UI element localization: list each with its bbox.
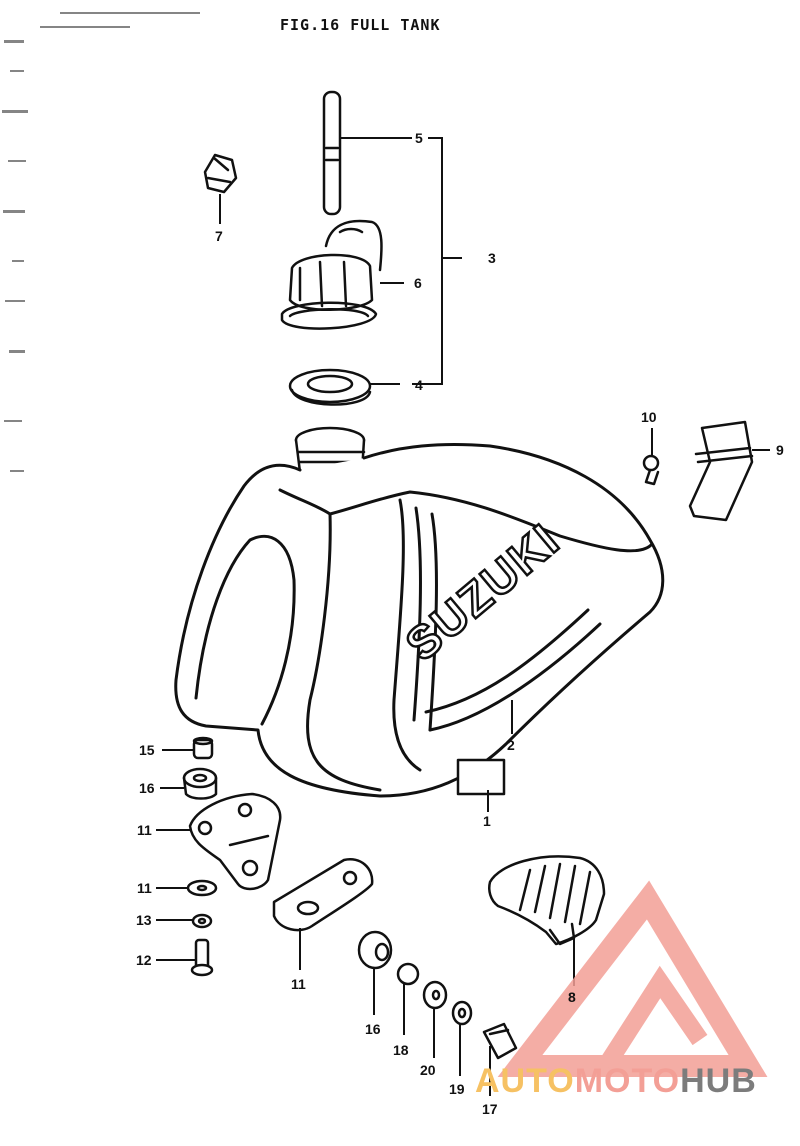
part-17-bolt xyxy=(482,1022,518,1060)
callout-16-lower: 16 xyxy=(365,1021,381,1037)
part-19-washer xyxy=(451,1000,473,1026)
callout-10: 10 xyxy=(641,409,657,425)
watermark-moto: MOTO xyxy=(574,1062,681,1100)
callout-7: 7 xyxy=(215,228,223,244)
callout-11-bracket: 11 xyxy=(137,822,152,838)
callout-3: 3 xyxy=(488,250,496,266)
callout-18: 18 xyxy=(393,1042,409,1058)
part-9-strap xyxy=(688,420,754,522)
part-20-washer xyxy=(422,980,448,1010)
watermark-auto: AUTO xyxy=(475,1062,575,1100)
part-4-gasket xyxy=(288,368,372,406)
watermark-logo xyxy=(497,880,768,1077)
part-12-bolt xyxy=(190,938,214,977)
callout-4: 4 xyxy=(415,377,423,393)
callout-17: 17 xyxy=(482,1101,498,1117)
part-11-plate-lower xyxy=(272,857,374,932)
part-11-washer xyxy=(186,879,218,897)
callout-13: 13 xyxy=(136,912,152,928)
part-5-rod xyxy=(322,90,342,216)
part-13-nut xyxy=(191,913,213,929)
figure-title: FIG.16 FULL TANK xyxy=(280,16,441,34)
callout-8: 8 xyxy=(568,989,576,1005)
part-8-cushion xyxy=(488,855,606,946)
callout-2: 2 xyxy=(507,737,515,753)
callout-19: 19 xyxy=(449,1081,465,1097)
part-2-tank xyxy=(174,443,665,798)
part-16-grommet-lower xyxy=(357,930,393,970)
callout-1: 1 xyxy=(483,813,491,829)
leader-lines xyxy=(156,137,770,1096)
callout-9: 9 xyxy=(776,442,784,458)
callout-5: 5 xyxy=(415,130,423,146)
callout-6: 6 xyxy=(414,275,422,291)
part-10-bolt xyxy=(642,454,660,486)
watermark-brand: AUTOMOTOHUB xyxy=(475,1062,757,1101)
callout-16-upper: 16 xyxy=(139,780,155,796)
callout-11-plate: 11 xyxy=(291,976,306,992)
part-7-clip xyxy=(203,153,238,194)
part-6-cap xyxy=(280,219,383,330)
callout-12: 12 xyxy=(136,952,152,968)
callout-11-washer: 11 xyxy=(137,880,152,896)
watermark-hub: HUB xyxy=(680,1062,757,1100)
part-1-label xyxy=(456,758,506,796)
scan-noise xyxy=(2,12,200,472)
part-15-collar xyxy=(192,736,214,760)
part-16-grommet-upper xyxy=(182,767,218,800)
part-11-bracket-upper xyxy=(188,792,282,891)
part-18-collar xyxy=(396,962,420,986)
callout-15: 15 xyxy=(139,742,155,758)
callout-20: 20 xyxy=(420,1062,436,1078)
